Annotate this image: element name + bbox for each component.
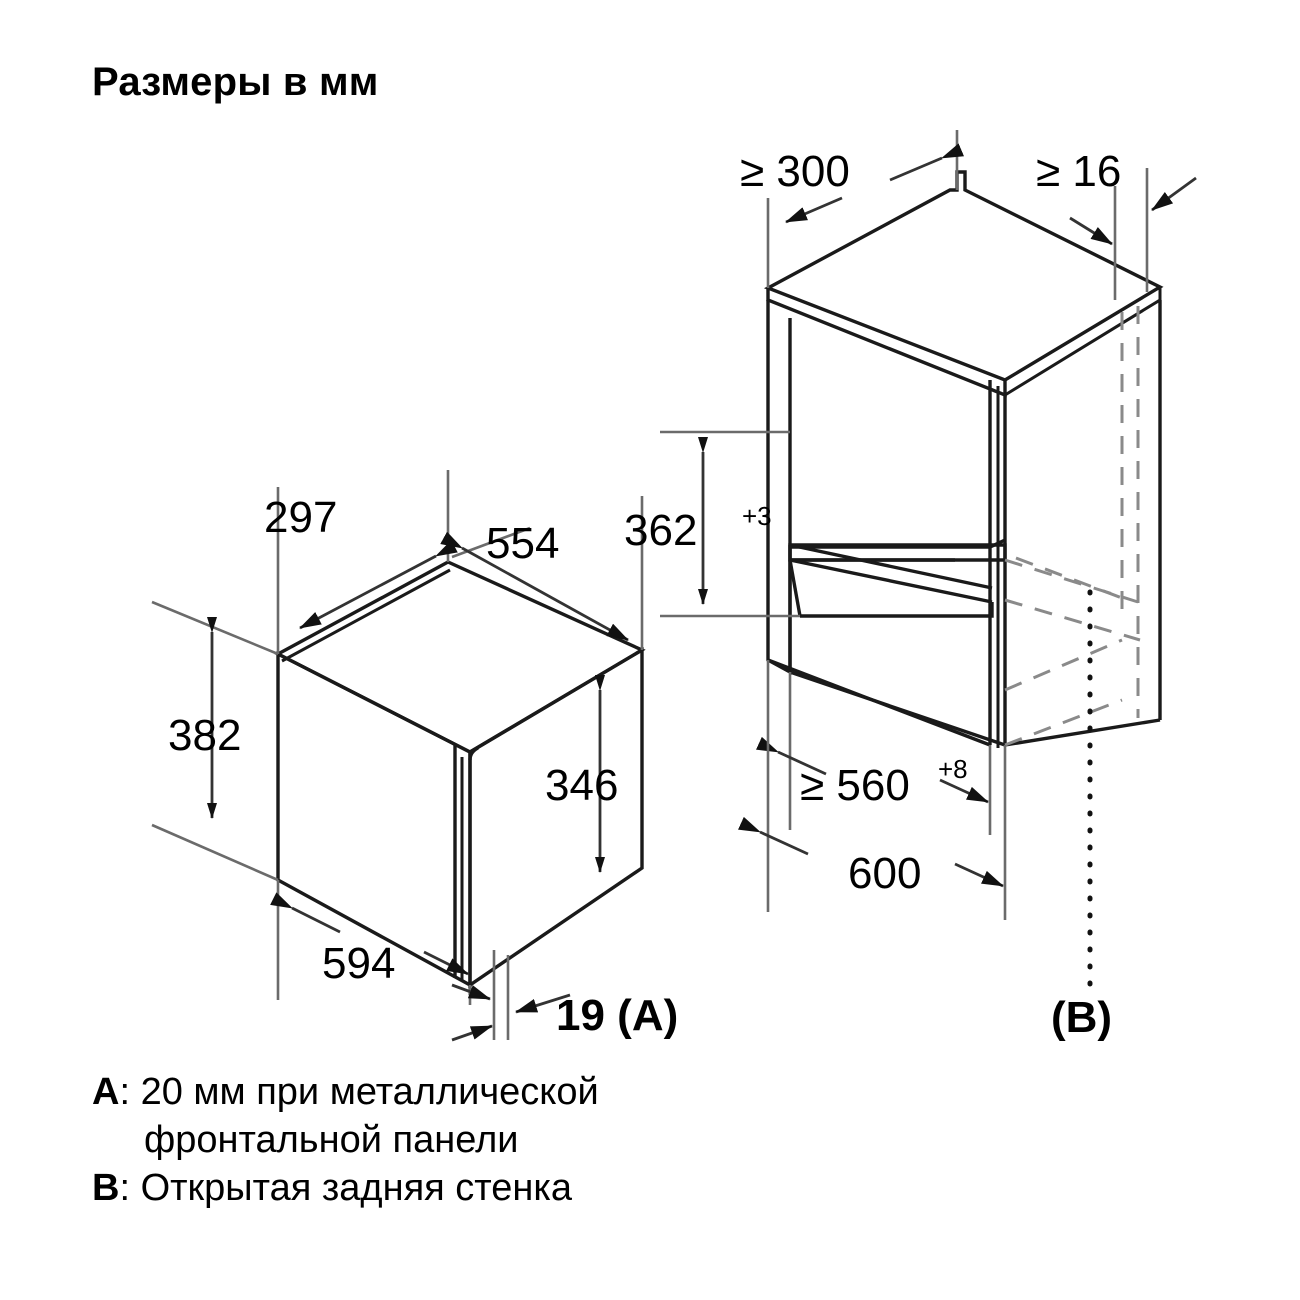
dimension-width-554: 554 xyxy=(440,496,644,650)
dim-label-560: ≥ 560 xyxy=(800,761,910,810)
note-a-text1: : 20 мм при металлической xyxy=(119,1071,599,1113)
note-b-line1: B: Открытая задняя стенка xyxy=(92,1164,599,1212)
dimension-panel-thickness-16: ≥ 16 xyxy=(1036,147,1197,300)
dimension-top-clearance-300: ≥ 300 xyxy=(740,130,965,288)
dimension-height-346: 346 xyxy=(545,675,618,873)
dim-label-346: 346 xyxy=(545,761,618,810)
dim-label-297: 297 xyxy=(264,493,337,542)
dim-label-382: 382 xyxy=(168,711,241,760)
dim-label-594: 594 xyxy=(322,939,395,988)
note-b-text1: : Открытая задняя стенка xyxy=(119,1167,572,1209)
dimension-width-594: 594 xyxy=(270,880,472,1005)
legend-notes: A: 20 мм при металлической фронтальной п… xyxy=(92,1068,599,1212)
dimension-cabinet-width-600: 600 xyxy=(737,660,1007,920)
note-a-line2: фронтальной панели xyxy=(92,1116,599,1164)
marker-open-back-b: (B) xyxy=(1051,589,1112,1042)
dim-label-b: (B) xyxy=(1051,993,1112,1042)
cabinet-isometric-body xyxy=(763,170,1164,748)
dim-label-600: 600 xyxy=(848,849,921,898)
dim-label-362-superscript: +3 xyxy=(742,501,772,531)
dimension-thickness-19a: 19 (A) xyxy=(451,950,678,1042)
dim-label-16: ≥ 16 xyxy=(1036,147,1121,196)
note-b-key: B xyxy=(92,1167,120,1209)
dim-label-362: 362 xyxy=(624,506,697,555)
note-a-text2: фронтальной панели xyxy=(144,1119,519,1161)
dimension-depth-297: 297 xyxy=(264,470,531,654)
dimension-height-382: 382 xyxy=(151,600,279,882)
note-a-key: A xyxy=(92,1071,120,1113)
dim-label-19a: 19 (A) xyxy=(556,991,678,1040)
dimension-niche-width-560: ≥ 560 +8 xyxy=(755,672,992,835)
dim-label-560-superscript: +8 xyxy=(938,754,968,784)
page-title: Размеры в мм xyxy=(92,60,379,104)
dimension-niche-height-362: 362 +3 xyxy=(624,430,800,618)
dim-label-300: ≥ 300 xyxy=(740,147,850,196)
note-a-line1: A: 20 мм при металлической xyxy=(92,1068,599,1116)
dim-label-554: 554 xyxy=(486,519,559,568)
